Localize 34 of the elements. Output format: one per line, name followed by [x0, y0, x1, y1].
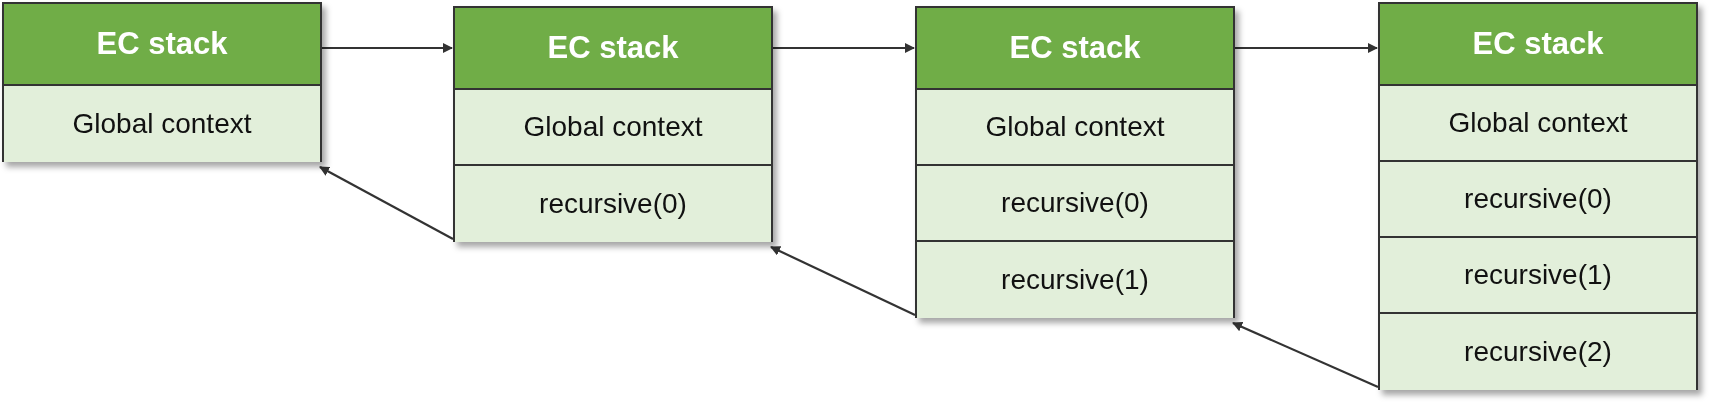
arrow — [1235, 43, 1378, 53]
stack-box — [915, 6, 1235, 318]
arrow — [319, 166, 454, 240]
context-label: recursive(1) — [1001, 263, 1149, 297]
context-label: recursive(0) — [539, 187, 687, 221]
stack-box — [2, 2, 322, 162]
stack-box — [1378, 2, 1698, 390]
arrow — [1232, 322, 1379, 388]
context-label: Global context — [523, 110, 703, 144]
context-label: Global context — [1448, 106, 1628, 140]
context-row — [1380, 238, 1696, 314]
context-label: Global context — [72, 107, 252, 141]
context-row — [917, 242, 1233, 318]
context-row — [4, 86, 320, 162]
stack-header: EC stack — [4, 4, 320, 86]
context-row — [1380, 86, 1696, 162]
arrow — [322, 43, 453, 53]
context-row — [1380, 314, 1696, 390]
context-label: recursive(0) — [1001, 186, 1149, 220]
context-label: recursive(0) — [1464, 182, 1612, 216]
context-label: recursive(1) — [1464, 258, 1612, 292]
context-row — [1380, 162, 1696, 238]
context-label: recursive(2) — [1464, 335, 1612, 369]
stack-header: EC stack — [917, 8, 1233, 90]
stack-box — [453, 6, 773, 242]
context-label: Global context — [985, 110, 1165, 144]
stack-header: EC stack — [1380, 4, 1696, 86]
context-row — [455, 166, 771, 242]
stack-header: EC stack — [455, 8, 771, 90]
context-row — [917, 90, 1233, 166]
arrow — [773, 43, 915, 53]
arrow — [770, 246, 916, 316]
context-row — [917, 166, 1233, 242]
context-row — [455, 90, 771, 166]
